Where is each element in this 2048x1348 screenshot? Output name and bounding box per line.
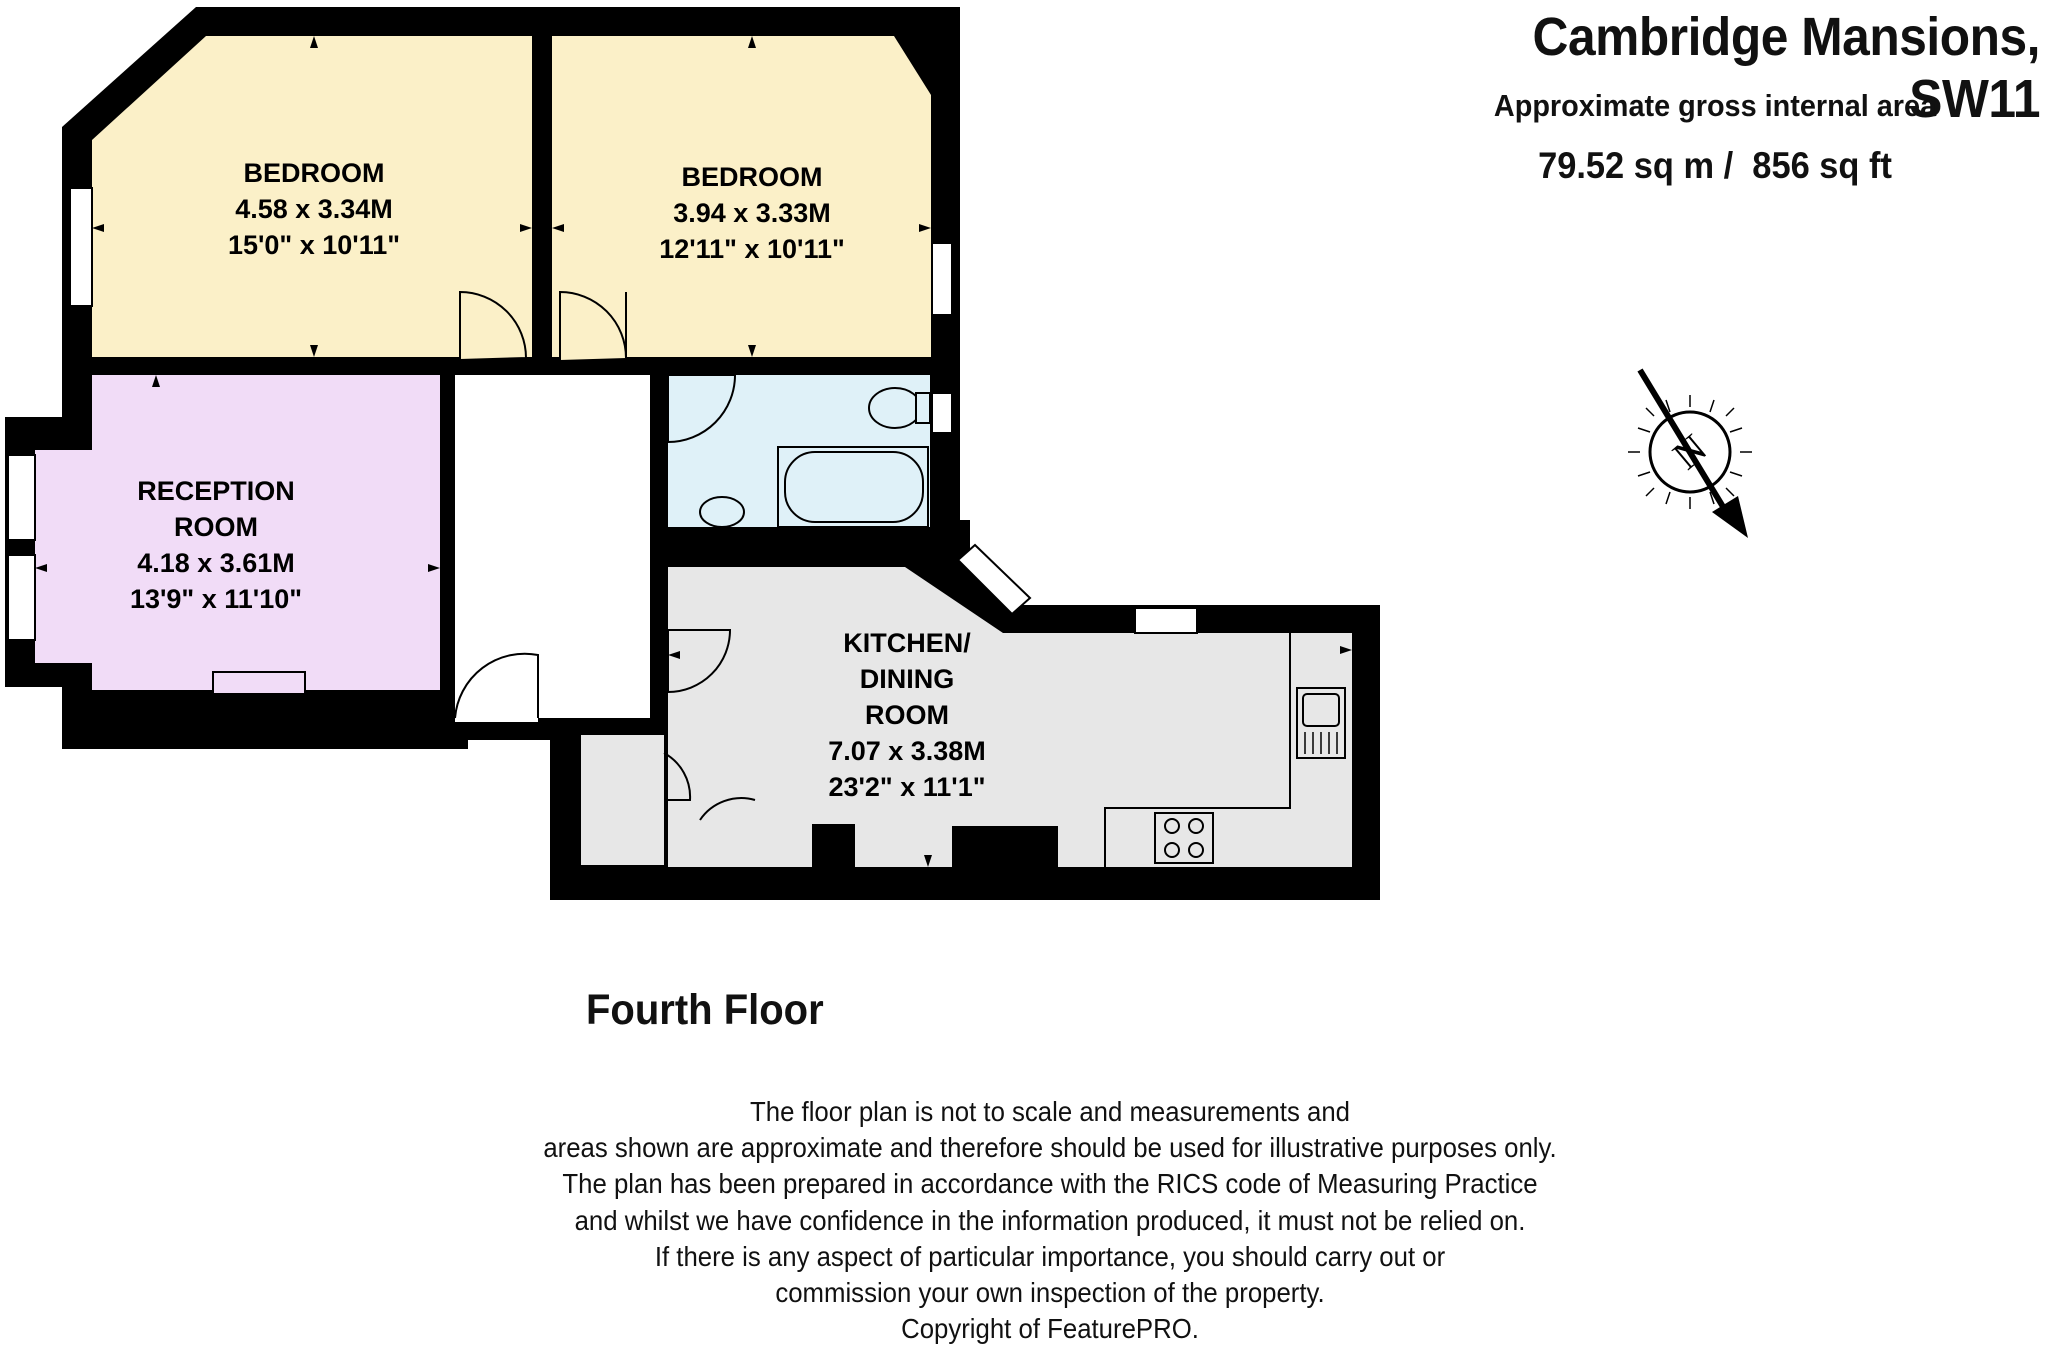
- reception-name-1: RECEPTION: [137, 476, 295, 506]
- bedroom-1-label: BEDROOM 4.58 x 3.34M 15'0" x 10'11": [228, 158, 400, 260]
- hall-area: [455, 375, 650, 722]
- drainer-lines: [1304, 732, 1338, 754]
- area-subtitle: Approximate gross internal area: [1493, 88, 1937, 123]
- page-title: Cambridge Mansions, SW11: [1532, 7, 2041, 129]
- disclaimer-line: Copyright of FeaturePRO.: [901, 1313, 1199, 1345]
- bathroom-fixtures: [699, 387, 931, 528]
- store-cupboard: [581, 735, 664, 865]
- reception-name-2: ROOM: [174, 512, 258, 542]
- bedroom-2-area: [552, 36, 931, 357]
- kitchen-door: [667, 629, 732, 694]
- reception-imperial: 13'9" x 11'10": [130, 584, 302, 614]
- bathroom-door: [667, 374, 737, 444]
- store-cupboard-2: [672, 825, 810, 867]
- disclaimer: The floor plan is not to scale and measu…: [430, 1094, 1670, 1347]
- bedroom-2-imperial: 12'11" x 10'11": [659, 234, 845, 264]
- store-door-2: [699, 797, 756, 821]
- hob: [1154, 812, 1214, 864]
- bedroom-1-name: BEDROOM: [244, 158, 385, 188]
- bedroom-2-label: BEDROOM 3.94 x 3.33M 12'11" x 10'11": [659, 162, 845, 264]
- windows: [7, 187, 1198, 641]
- disclaimer-line: If there is any aspect of particular imp…: [654, 1240, 1446, 1272]
- reception-metric: 4.18 x 3.61M: [137, 548, 295, 578]
- disclaimer-line: areas shown are approximate and therefor…: [543, 1132, 1557, 1164]
- bedroom-1-metric: 4.58 x 3.34M: [235, 194, 393, 224]
- kitchen-name-2: DINING: [860, 664, 955, 694]
- floor-label: Fourth Floor: [586, 986, 824, 1034]
- disclaimer-line: The plan has been prepared in accordance…: [562, 1168, 1538, 1200]
- bedroom-2-name: BEDROOM: [682, 162, 823, 192]
- fireplace: [212, 671, 306, 695]
- kitchen-name-1: KITCHEN/: [843, 628, 971, 658]
- area-separator: /: [1714, 145, 1753, 186]
- disclaimer-line: The floor plan is not to scale and measu…: [750, 1096, 1350, 1127]
- kitchen-label: KITCHEN/ DINING ROOM 7.07 x 3.38M 23'2" …: [828, 628, 986, 802]
- store-door: [663, 752, 692, 801]
- kitchen-name-3: ROOM: [865, 700, 949, 730]
- area-metric: 79.52 sq m: [1538, 145, 1715, 186]
- compass: N: [1628, 368, 1752, 538]
- disclaimer-line: and whilst we have confidence in the inf…: [574, 1204, 1526, 1236]
- reception-label: RECEPTION ROOM 4.18 x 3.61M 13'9" x 11'1…: [130, 476, 302, 614]
- bedroom-1-area: [92, 36, 532, 357]
- hall-door: [454, 652, 539, 719]
- bedroom-1-imperial: 15'0" x 10'11": [228, 230, 400, 260]
- kitchen-area: [668, 567, 1352, 867]
- bedroom-2-metric: 3.94 x 3.33M: [673, 198, 831, 228]
- doors: [459, 290, 627, 362]
- area-figures: 79.52 sq m / 856 sq ft: [1422, 145, 2008, 187]
- reception-area: [35, 375, 440, 690]
- disclaimer-line: commission your own inspection of the pr…: [775, 1277, 1325, 1309]
- internal-walls: [92, 36, 931, 867]
- area-imperial: 856 sq ft: [1752, 145, 1892, 186]
- kitchen-metric: 7.07 x 3.38M: [828, 736, 986, 766]
- dimension-arrows: [35, 36, 1352, 867]
- kitchen-imperial: 23'2" x 11'1": [828, 772, 985, 802]
